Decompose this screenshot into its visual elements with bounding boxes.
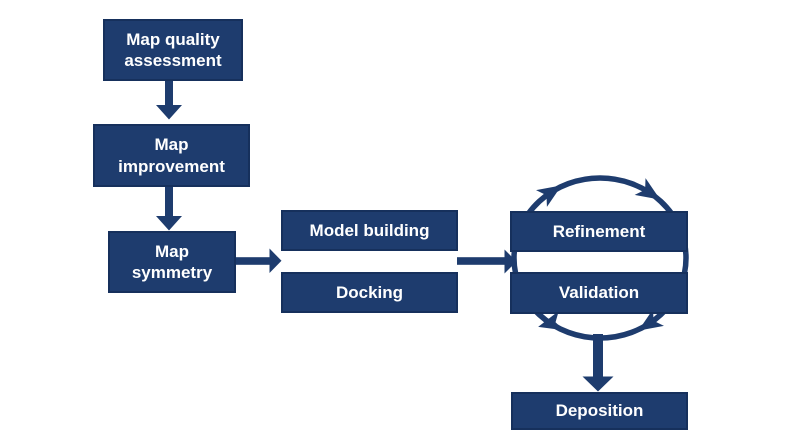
cycle-arrowhead-bottom-left-icon	[538, 310, 564, 331]
box-label-line: Map	[154, 135, 189, 155]
arrow-improvement-to-symmetry	[156, 186, 182, 231]
arrow-quality-to-improvement	[156, 80, 182, 120]
box-map-improvement: Map improvement	[93, 124, 250, 187]
arrow-symmetry-to-modelbuilding	[235, 248, 282, 273]
cycle-arrowhead-top-left-icon	[536, 185, 562, 207]
box-label-line: Map	[155, 241, 189, 261]
cycle-arrowhead-bottom-right-icon	[638, 309, 664, 331]
box-label-line: symmetry	[131, 263, 213, 282]
cycle-ring	[511, 175, 689, 341]
box-label-line: improvement	[118, 156, 225, 176]
box-map-symmetry: Map symmetry	[108, 231, 236, 293]
box-refinement: Refinement	[510, 211, 688, 252]
box-label-line: Model building	[309, 220, 430, 240]
box-label-line: Map quality	[126, 29, 220, 49]
box-label-line: Docking	[335, 282, 404, 302]
box-docking: Docking	[281, 272, 458, 313]
box-model-building: Model building	[281, 210, 458, 251]
box-validation: Validation	[510, 272, 688, 314]
arrow-modelbuilding-to-refinement	[457, 249, 517, 274]
box-label-line: Validation	[558, 283, 640, 303]
cycle-arrowhead-top-right-icon	[634, 178, 661, 200]
box-map-quality-assessment: Map quality assessment	[103, 19, 243, 81]
box-label-line: assessment	[124, 51, 222, 70]
box-label-line: Refinement	[552, 221, 646, 241]
box-deposition: Deposition	[511, 392, 688, 430]
arrow-cycle-to-deposition	[582, 334, 614, 392]
box-label-line: Deposition	[555, 401, 644, 421]
